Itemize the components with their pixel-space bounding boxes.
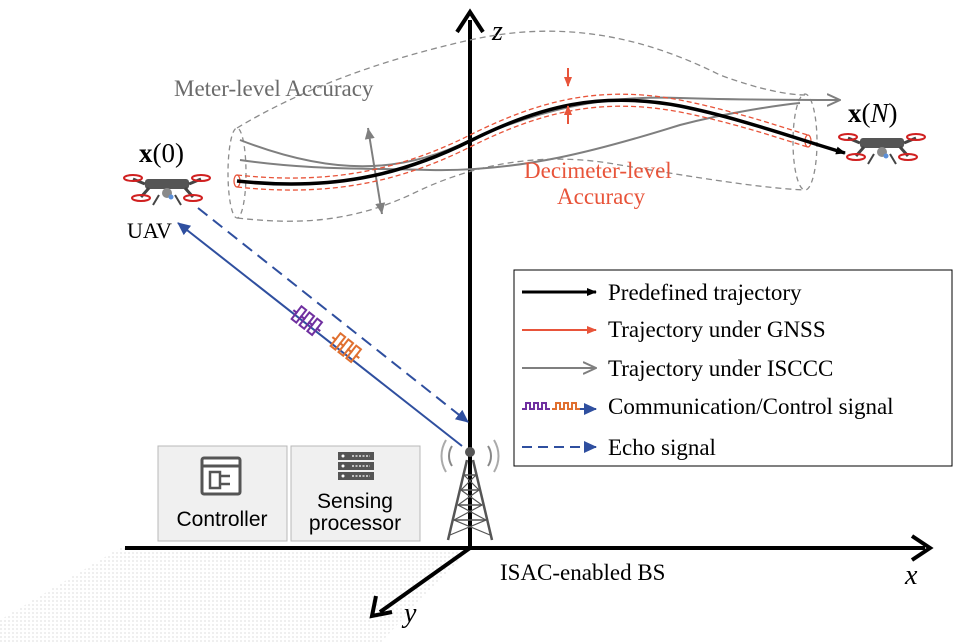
meter-level-tube-top — [236, 30, 806, 129]
server-rack-icon — [338, 452, 374, 480]
isccc-trajectory-upper — [239, 98, 840, 168]
sensing-processor-label-1: Sensing — [317, 490, 393, 513]
y-axis — [378, 546, 472, 614]
controller-label: Controller — [176, 508, 267, 531]
sensing-processor-label-2: processor — [309, 512, 401, 535]
isccc-trajectory-lower — [239, 102, 801, 172]
y-axis-label: y — [401, 598, 417, 629]
meter-accuracy-label: Meter-level Accuracy — [174, 76, 374, 101]
meter-level-tube-start — [227, 127, 247, 219]
legend-label-isccc: Trajectory under ISCCC — [608, 356, 833, 381]
y-axis-arrowhead — [369, 595, 393, 619]
controller-icon — [200, 456, 242, 496]
echo-signal-waveform — [329, 331, 363, 364]
meter-level-span-arrow — [364, 127, 386, 215]
predefined-trajectory — [236, 98, 846, 186]
end-position-n: N — [870, 98, 891, 128]
start-position-symbol: x — [139, 138, 153, 168]
z-axis-label: z — [491, 16, 503, 47]
x-axis-label: x — [904, 560, 918, 591]
decimeter-accuracy-label-2: Accuracy — [557, 184, 646, 209]
end-position-open: ( — [862, 98, 871, 128]
legend-label-gnss: Trajectory under GNSS — [608, 317, 826, 342]
bs-label: ISAC-enabled BS — [500, 560, 665, 585]
uav-label: UAV — [127, 218, 172, 243]
meter-level-tube-end — [792, 93, 818, 191]
legend-label-predefined: Predefined trajectory — [608, 280, 802, 305]
z-axis-arrowhead — [455, 8, 485, 34]
end-position-label: x(N) — [848, 98, 898, 128]
legend-label-communication: Communication/Control signal — [608, 394, 894, 419]
communication-control-link — [177, 222, 463, 447]
antenna-tower-icon — [440, 439, 500, 541]
legend-label-echo: Echo signal — [608, 435, 716, 460]
decimeter-tube-bottom — [236, 105, 809, 191]
start-position-label: x(0) — [139, 138, 184, 168]
drone-icon — [123, 174, 211, 206]
legend-line-communication — [522, 402, 597, 415]
decimeter-accuracy-label-1: Decimeter-level — [524, 158, 672, 183]
ground-plane — [0, 548, 470, 643]
echo-signal-link — [197, 207, 469, 423]
drone-icon — [838, 133, 926, 165]
x-axis-arrowhead — [910, 534, 934, 562]
sensing-processor-box — [290, 445, 421, 542]
start-position-arg: (0) — [153, 138, 184, 168]
control-signal-waveform — [290, 304, 324, 337]
end-position-close: ) — [889, 98, 898, 128]
decimeter-tube-top — [236, 93, 809, 179]
end-position-symbol: x — [848, 98, 862, 128]
